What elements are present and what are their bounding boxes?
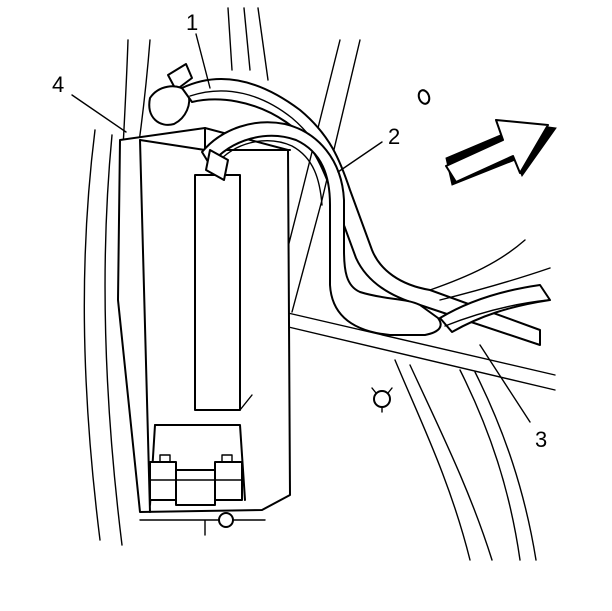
leader-lines bbox=[71, 33, 531, 423]
callout-4: 4 bbox=[52, 72, 64, 97]
direction-arrow bbox=[445, 119, 557, 186]
main-harness bbox=[201, 121, 551, 336]
callout-2: 2 bbox=[388, 124, 400, 149]
harness-strap bbox=[148, 63, 541, 346]
body-panel-outline bbox=[83, 7, 556, 561]
callout-1: 1 bbox=[186, 10, 198, 35]
callout-3: 3 bbox=[535, 427, 547, 452]
control-module bbox=[117, 127, 291, 536]
panel-fasteners bbox=[371, 89, 431, 413]
